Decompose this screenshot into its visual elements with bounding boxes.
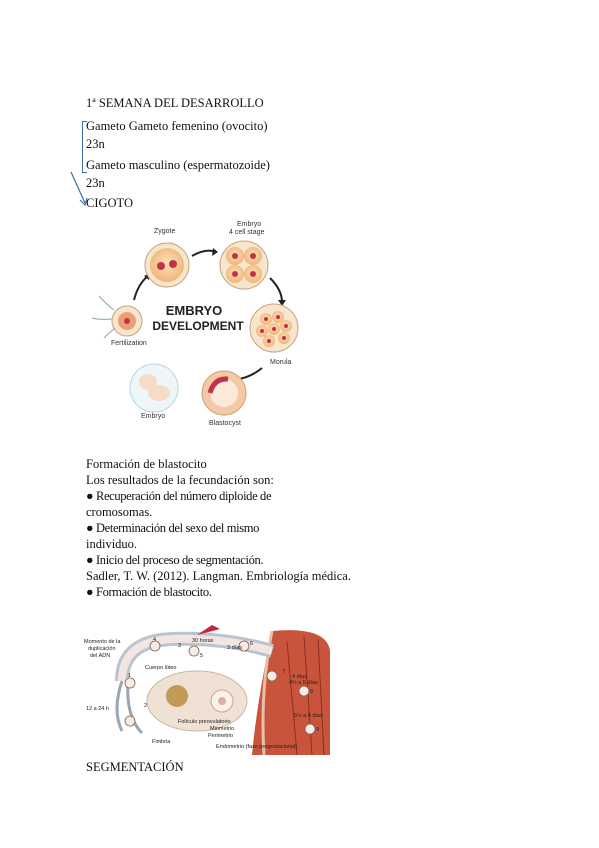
- morula-label: Morula: [270, 359, 292, 366]
- zygote-cell: [144, 242, 190, 288]
- result-bullet-1b: cromosomas.: [86, 505, 153, 519]
- label-12-24-h: 12 a 24 h: [86, 706, 109, 712]
- dna-duplication-label-1: Momento de la: [84, 639, 121, 645]
- citation: Sadler, T. W. (2012). Langman. Embriolog…: [86, 569, 351, 583]
- embryo-stage-label: Embryo: [237, 221, 261, 228]
- stage-number: 5: [200, 653, 203, 659]
- female-gamete-ploidy: 23n: [86, 137, 105, 151]
- endometrium-label: Endometrio (fase progestacional): [216, 744, 297, 750]
- ovary: [146, 670, 248, 732]
- stage-number: 1: [128, 673, 131, 679]
- fetal-embryo: [129, 363, 179, 413]
- embryo-label: Embryo: [141, 413, 165, 420]
- stage-circle: [298, 685, 310, 697]
- label-5-6-days: 5½ a 6 días: [294, 712, 323, 719]
- fimbria: [115, 680, 144, 735]
- arrow-head-icon: [212, 248, 218, 256]
- corpus-luteum: [166, 685, 188, 707]
- fertilization: [91, 295, 143, 339]
- arrow-head-icon: [278, 300, 286, 306]
- stage-number: 6: [250, 641, 253, 647]
- blastocyst-formation-text: Formación de blastocito: [86, 457, 207, 471]
- arrow-to-zygote-icon: [70, 171, 88, 207]
- blastocyst-label: Blastocyst: [209, 420, 241, 427]
- stage-number: 9: [316, 727, 319, 733]
- stage-number: 8: [310, 689, 313, 695]
- male-gamete-ploidy: 23n: [86, 176, 105, 190]
- page-heading: 1ª SEMANA DEL DESARROLLO: [86, 96, 264, 110]
- stage-circle: [124, 677, 136, 689]
- female-gamete-text: Gameto Gameto femenino (ovocito): [86, 119, 268, 133]
- fimbria-label: Fimbria: [152, 739, 171, 745]
- zygote-label: Zygote: [154, 228, 176, 235]
- result-bullet-1a: ● Recuperación del número diploide de: [86, 489, 272, 503]
- male-gamete-text: Gameto masculino (espermatozoide): [86, 158, 270, 172]
- ovulation-segmentation-figure: Momento de la duplicación del ADN 30 hor…: [84, 625, 330, 755]
- result-bullet-4: ● Formación de blastocito.: [86, 585, 212, 599]
- stage-number: 7: [282, 669, 285, 675]
- follicle-label: Folículo preovulatorio: [178, 719, 231, 725]
- stage-number: 2: [144, 703, 147, 709]
- four-cell-label: 4 cell stage: [229, 229, 265, 236]
- myometrium-label: Miometrio: [210, 726, 234, 732]
- stage-circle: [149, 640, 161, 652]
- morula: [249, 303, 299, 353]
- result-bullet-2a: ● Determinación del sexo del mismo: [86, 521, 260, 535]
- cigoto-label: CIGOTO: [86, 196, 133, 210]
- cycle-arrow: [133, 275, 149, 301]
- dna-duplication-label-2: duplicación: [88, 646, 116, 652]
- dna-duplication-label-3: del ADN: [90, 653, 110, 659]
- stage-circle: [266, 670, 278, 682]
- gamete-bracket: [82, 121, 87, 173]
- label-3-days: 3 días: [227, 645, 242, 651]
- embryo-title-line1: EMBRYO: [166, 303, 223, 318]
- perimetrium-label: Perimetrio: [208, 733, 233, 739]
- result-bullet-3: ● Inicio del proceso de segmentación.: [86, 553, 264, 567]
- embryo-development-figure: Zygote Embryo 4 cell stage Morula Blasto…: [91, 221, 299, 427]
- label-30-hours: 30 horas: [192, 638, 214, 644]
- result-bullet-2b: individuo.: [86, 537, 138, 551]
- cycle-arrow: [269, 277, 283, 303]
- fertilization-results-intro: Los resultados de la fecundación son:: [86, 473, 274, 487]
- myometrium-texture: [286, 635, 325, 755]
- segmentation-heading: SEGMENTACIÓN: [86, 760, 184, 774]
- stage-number: 4: [153, 637, 156, 643]
- stage-circle: [304, 723, 316, 735]
- label-4-5-days: 4½ a 5 días: [289, 679, 318, 686]
- label-4-days: 4 días: [292, 674, 307, 680]
- embryo-title-line2: DEVELOPMENT: [152, 319, 244, 333]
- stage-circle: [124, 715, 136, 727]
- corpus-luteum-label: Cuerpo lúteo: [145, 665, 177, 671]
- stage-circle: [188, 645, 200, 657]
- fertilization-label: Fertilization: [111, 340, 147, 347]
- four-cell-stage: [219, 240, 269, 290]
- sperm-arrow-icon: [197, 625, 220, 635]
- stage-number: 3: [178, 643, 181, 649]
- blastocyst: [201, 370, 247, 416]
- stage-circle: [238, 640, 250, 652]
